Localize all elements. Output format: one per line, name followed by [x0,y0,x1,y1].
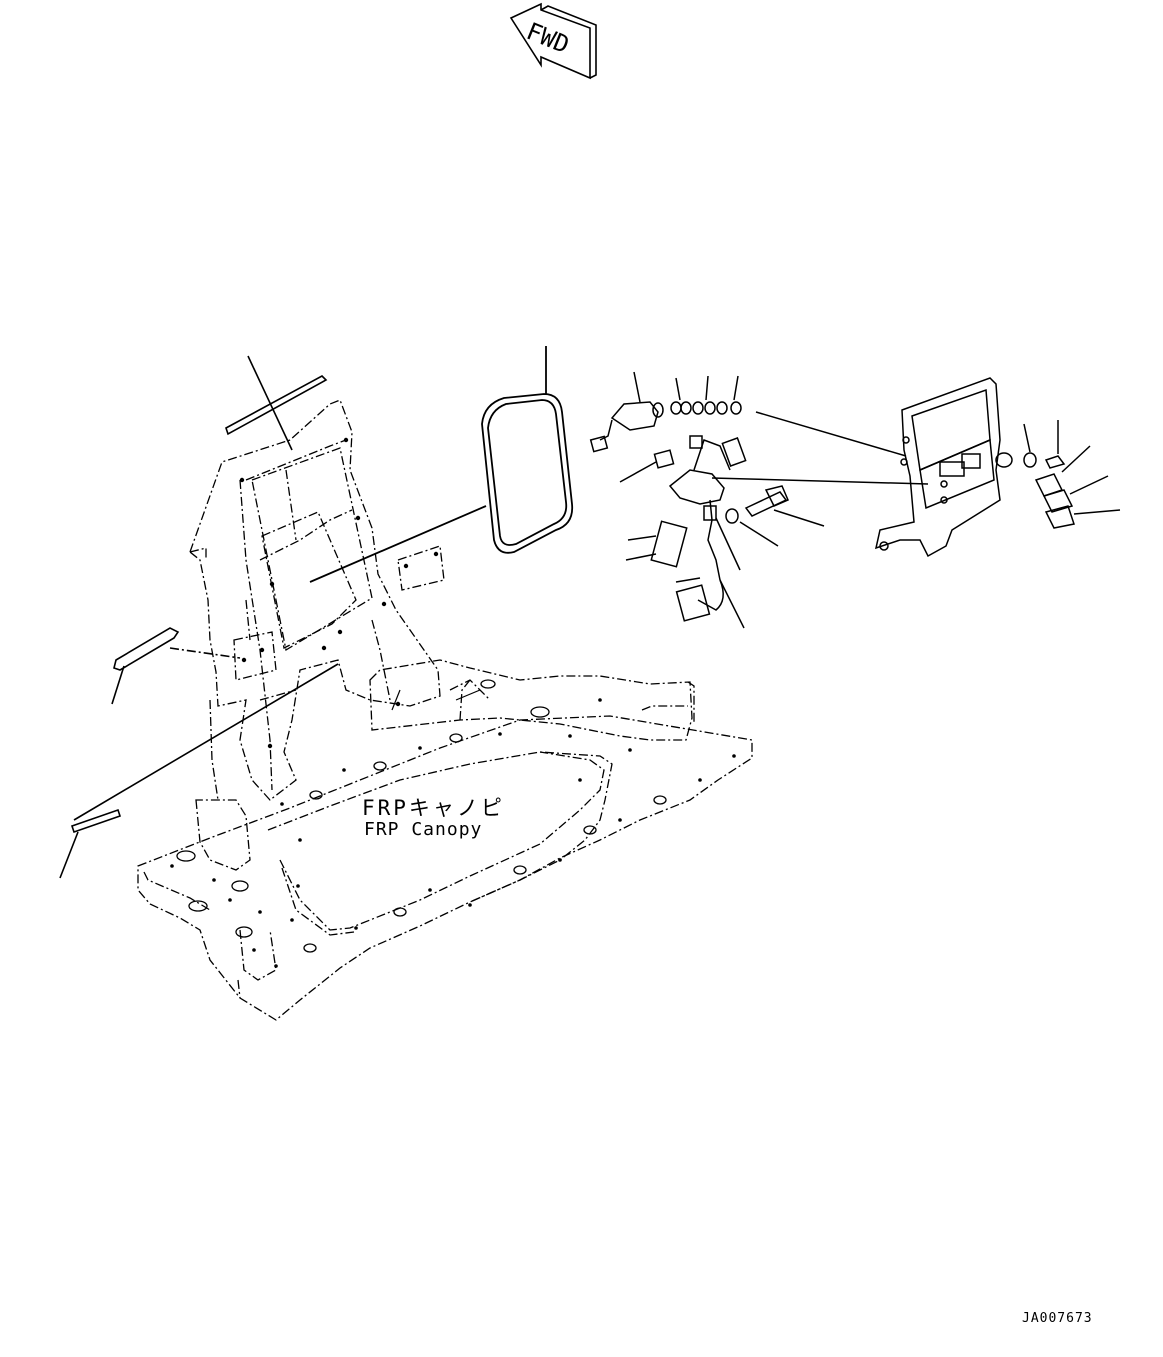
leader-lines [392,690,480,710]
handle-part [112,628,240,704]
rear-frame [190,400,440,800]
bolt-washer [726,486,824,546]
canopy-label-english: FRP Canopy [364,819,483,840]
weather-strip-top [226,356,326,450]
seal-strip-part [60,664,338,878]
window-opening [252,448,372,650]
front-post [196,546,490,980]
canopy-label-japanese: FRPキャノピ [362,796,505,820]
frame-bolts [239,437,439,749]
drawing-number: JA007673 [1022,1311,1093,1326]
fwd-arrow-icon: FWD [511,4,596,78]
wiring-harness [591,372,928,628]
side-bracket [876,378,1012,556]
floor-frame [138,660,752,1020]
window-glass [310,346,572,582]
clip-parts [1024,420,1120,528]
floor-holes [177,680,666,952]
